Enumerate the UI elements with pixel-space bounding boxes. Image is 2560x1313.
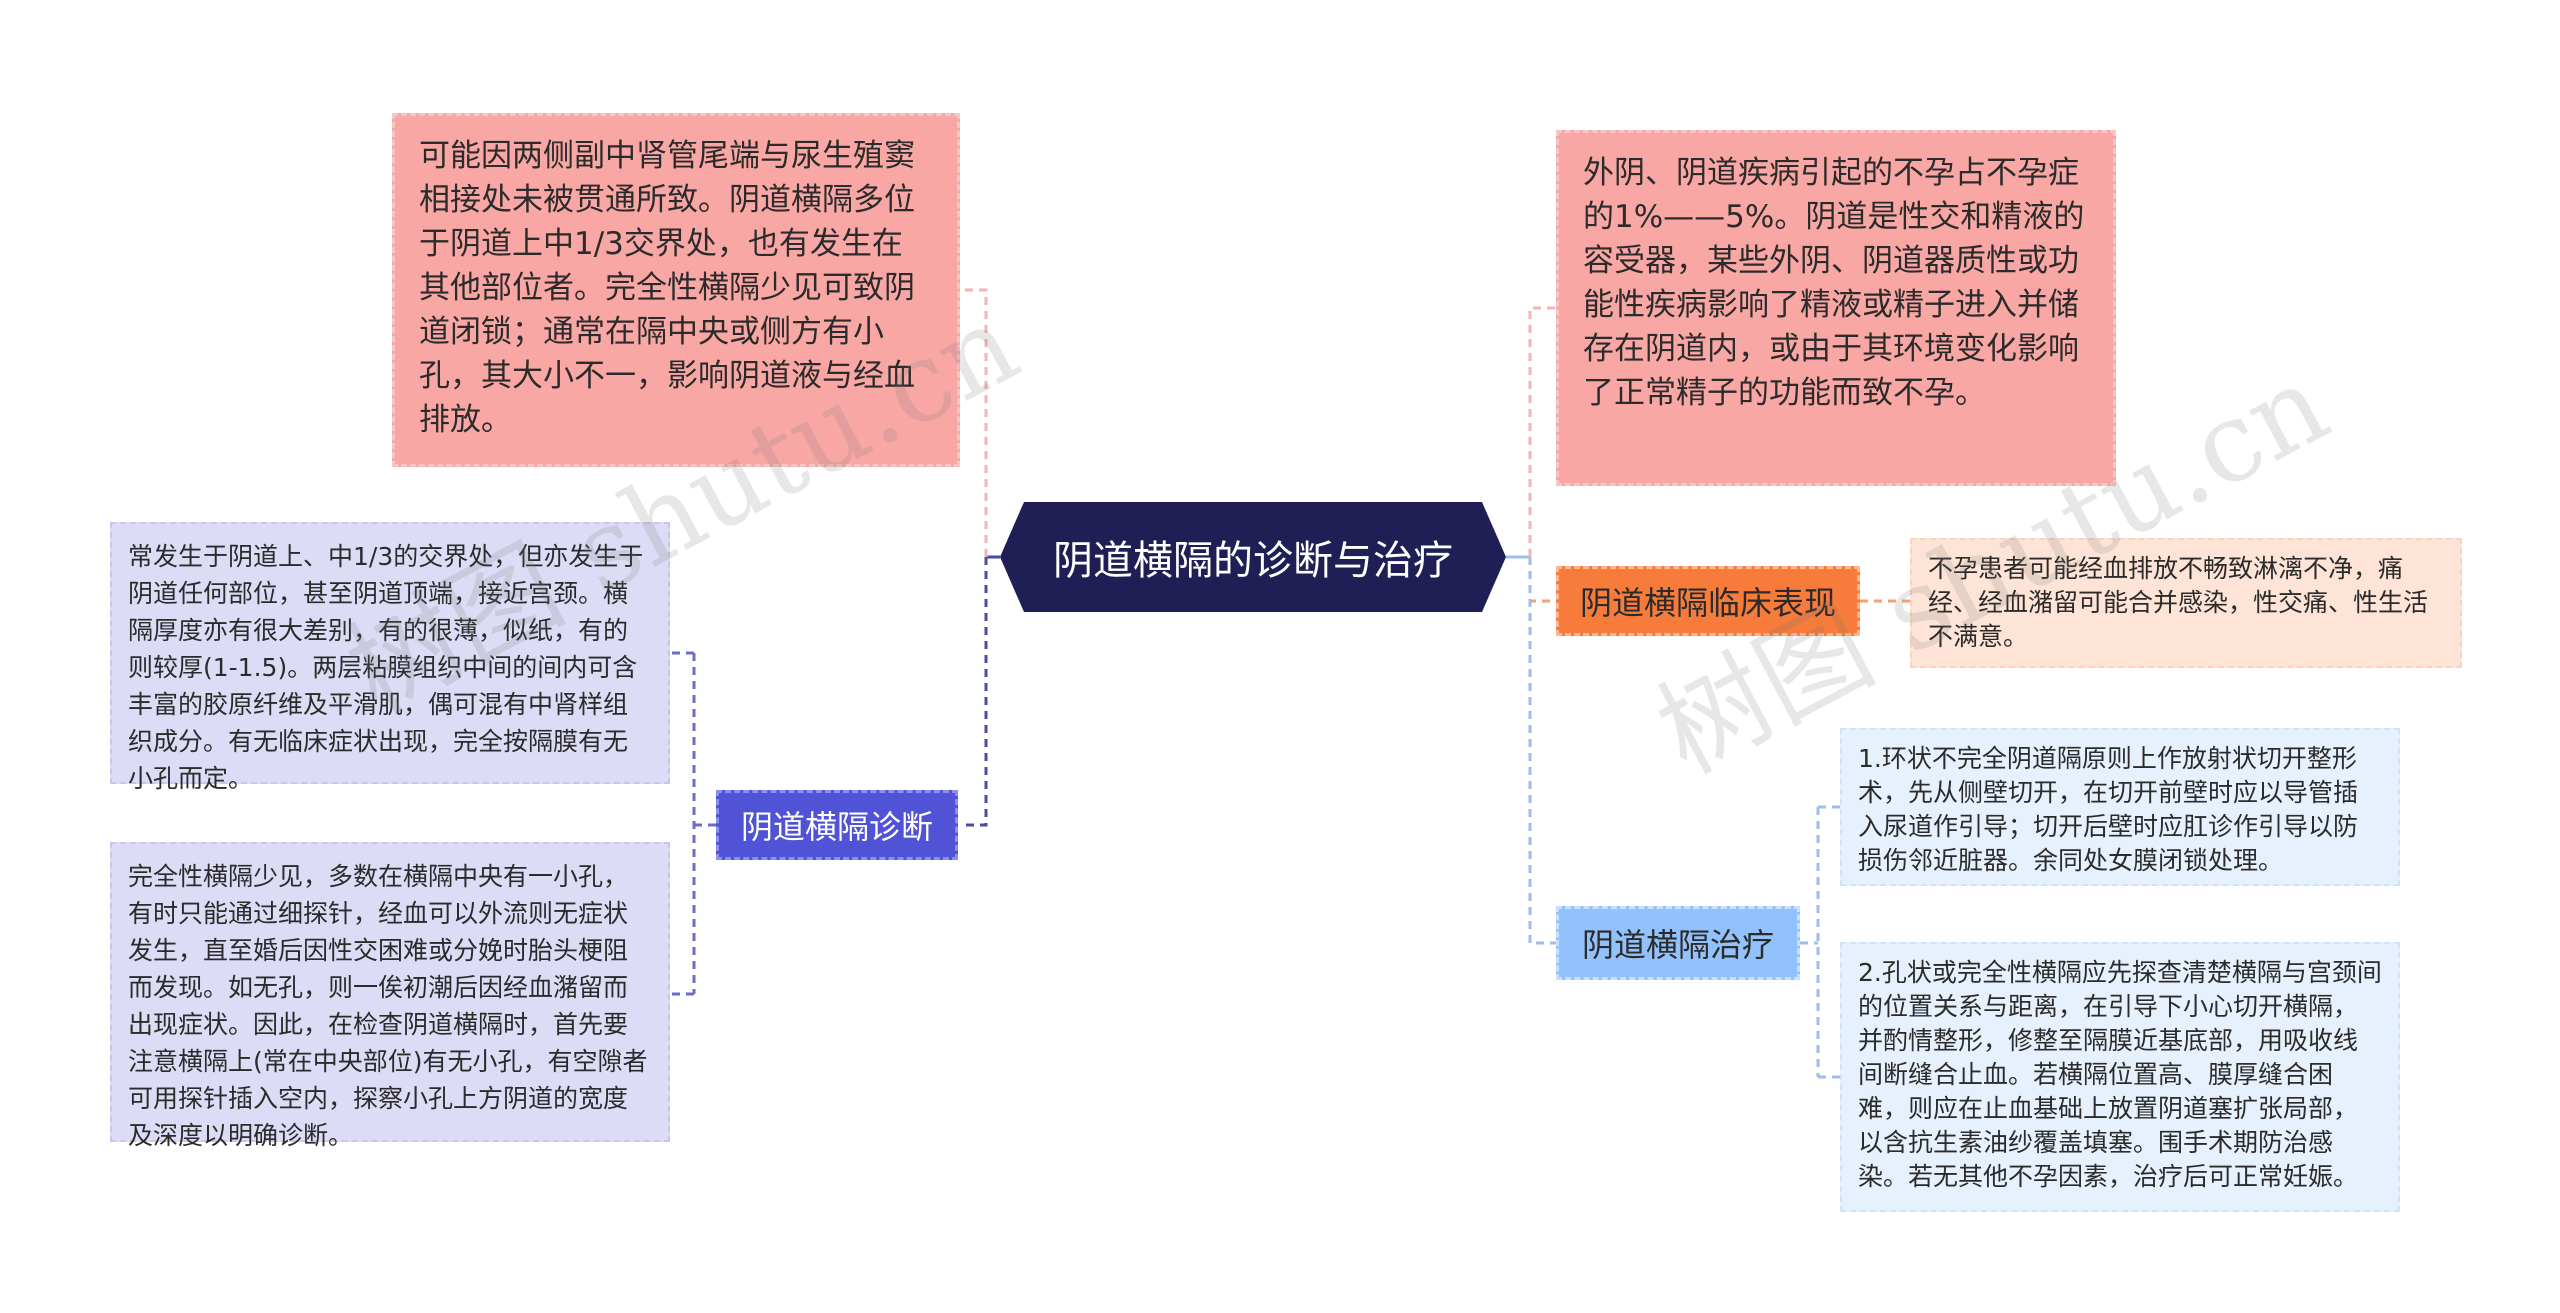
branch-treatment[interactable]: 阴道横隔治疗 (1556, 906, 1800, 980)
node-diagnosis-examination[interactable]: 完全性横隔少见，多数在横隔中央有一小孔，有时只能通过细探针，经血可以外流则无症状… (110, 842, 670, 1150)
branch-clinical-manifestation[interactable]: 阴道横隔临床表现 (1556, 566, 1860, 636)
node-diagnosis-location[interactable]: 常发生于阴道上、中1/3的交界处，但亦发生于阴道任何部位，甚至阴道顶端，接近宫颈… (110, 522, 670, 793)
connector-diagnosis-details (670, 651, 716, 996)
node-infertility-overview-text: 外阴、阴道疾病引起的不孕占不孕症的1%——5%。阴道是性交和精液的容受器，某些外… (1583, 155, 2085, 411)
node-treatment-ring-text: 1.环状不完全阴道隔原则上作放射状切开整形术，先从侧壁切开，在切开前壁时应以导管… (1858, 744, 2359, 875)
node-clinical-detail-text: 不孕患者可能经血排放不畅致淋漓不净，痛经、经血潴留可能合并感染，性交痛、性生活不… (1928, 554, 2429, 651)
central-topic[interactable]: 阴道横隔的诊断与治疗 (1000, 502, 1506, 612)
connector-right-top (1528, 306, 1556, 557)
connector-right-clinical (1528, 557, 1556, 603)
connector-right-treatment (1528, 557, 1556, 945)
node-etiology[interactable]: 可能因两侧副中肾管尾端与尿生殖窦相接处未被贯通所致。阴道横隔多位于阴道上中1/3… (392, 113, 960, 467)
node-diagnosis-examination-text: 完全性横隔少见，多数在横隔中央有一小孔，有时只能通过细探针，经血可以外流则无症状… (128, 862, 648, 1150)
node-infertility-overview[interactable]: 外阴、阴道疾病引起的不孕占不孕症的1%——5%。阴道是性交和精液的容受器，某些外… (1556, 130, 2116, 486)
branch-diagnosis[interactable]: 阴道横隔诊断 (716, 790, 958, 860)
node-etiology-text: 可能因两侧副中肾管尾端与尿生殖窦相接处未被贯通所致。阴道横隔多位于阴道上中1/3… (419, 138, 915, 438)
connector-treatment-details (1800, 805, 1840, 1079)
node-treatment-complete[interactable]: 2.孔状或完全性横隔应先探查清楚横隔与宫颈间的位置关系与距离，在引导下小心切开横… (1840, 942, 2400, 1212)
node-diagnosis-location-text: 常发生于阴道上、中1/3的交界处，但亦发生于阴道任何部位，甚至阴道顶端，接近宫颈… (128, 542, 644, 793)
node-treatment-complete-text: 2.孔状或完全性横隔应先探查清楚横隔与宫颈间的位置关系与距离，在引导下小心切开横… (1858, 958, 2382, 1191)
connector-left-trunk-diagnosis (960, 557, 988, 827)
node-clinical-detail[interactable]: 不孕患者可能经血排放不畅致淋漓不净，痛经、经血潴留可能合并感染，性交痛、性生活不… (1910, 538, 2462, 668)
node-treatment-ring[interactable]: 1.环状不完全阴道隔原则上作放射状切开整形术，先从侧壁切开，在切开前壁时应以导管… (1840, 728, 2400, 886)
branch-clinical-label: 阴道横隔临床表现 (1579, 584, 1836, 622)
branch-treatment-label: 阴道横隔治疗 (1581, 926, 1774, 964)
branch-diagnosis-label: 阴道横隔诊断 (740, 808, 933, 846)
central-topic-label: 阴道横隔的诊断与治疗 (1053, 538, 1453, 584)
